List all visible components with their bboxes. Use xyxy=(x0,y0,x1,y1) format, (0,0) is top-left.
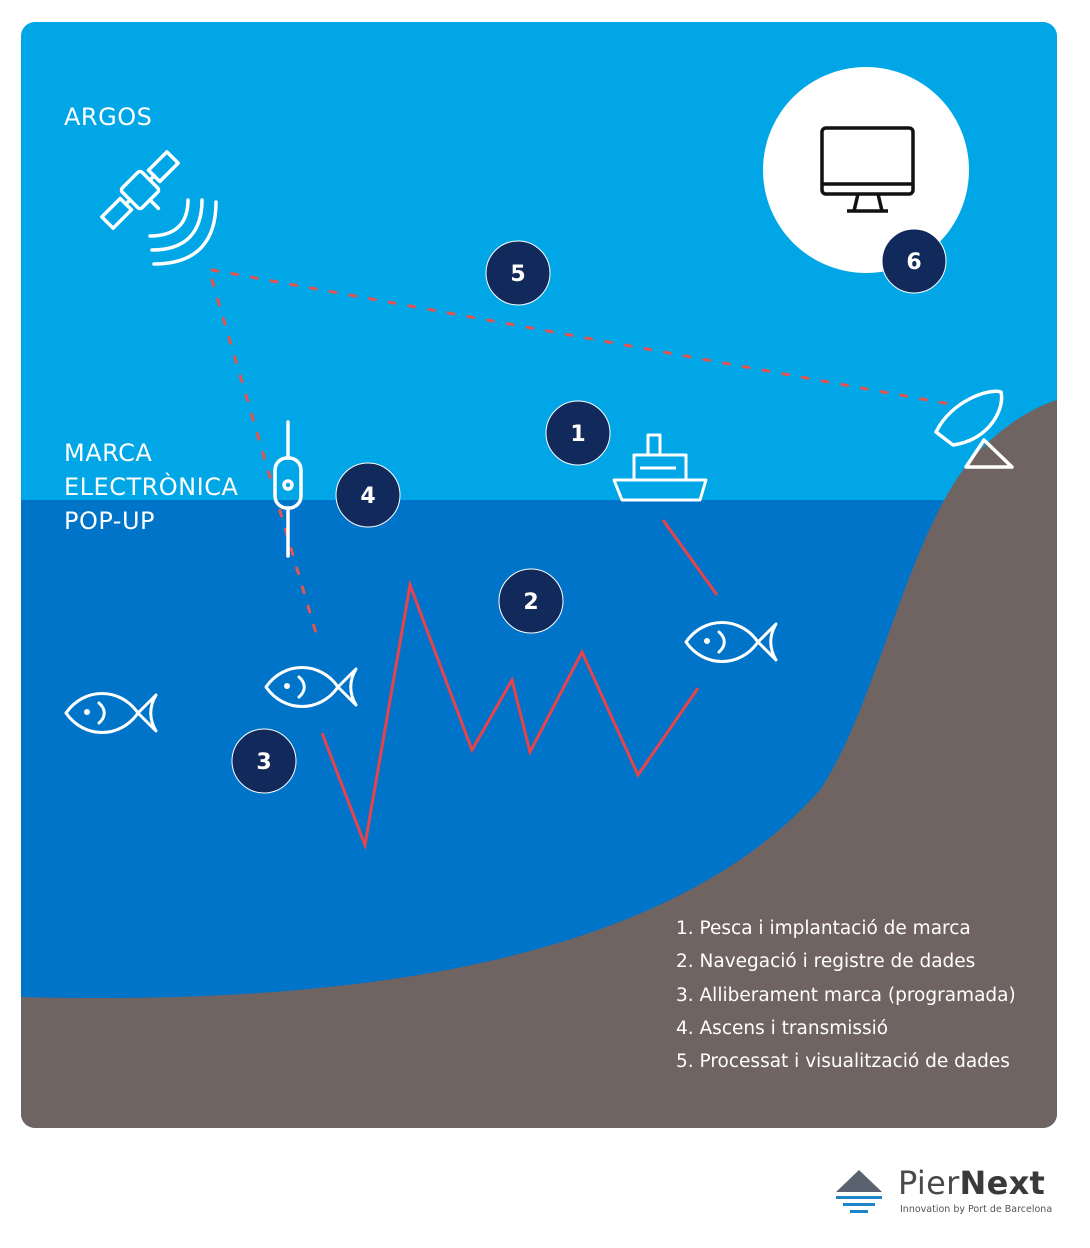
legend-item: 3. Alliberament marca (programada) xyxy=(676,984,1016,1006)
monitor-icon xyxy=(820,126,915,213)
brand-tagline: Innovation by Port de Barcelona xyxy=(900,1204,1053,1215)
svg-text:5: 5 xyxy=(510,262,525,287)
legend-item: 5. Processat i visualització de dades xyxy=(676,1051,1010,1073)
step-badge-3: 3 xyxy=(231,728,297,794)
brand-name: PierNext xyxy=(898,1164,1046,1202)
step-badge-4: 4 xyxy=(335,462,401,528)
seabed xyxy=(21,400,1057,1128)
fishing-line xyxy=(661,519,719,596)
step-badge-1: 1 xyxy=(545,400,611,466)
legend-item: 1. Pesca i implantació de marca xyxy=(676,918,971,939)
tag-label-line2: ELECTRÒNICA xyxy=(64,471,238,501)
piernext-logo-icon xyxy=(836,1170,882,1213)
step-badge-5: 5 xyxy=(485,240,551,306)
pop-up-tag-icon xyxy=(273,420,303,558)
legend: 1. Pesca i implantació de marca 2. Naveg… xyxy=(676,912,1016,1078)
dive-track xyxy=(320,579,700,851)
step-badge-2: 2 xyxy=(498,568,564,634)
monitor-circle xyxy=(763,67,969,273)
step-badge-6: 6 xyxy=(881,228,947,294)
legend-item: 2. Navegació i registre de dades xyxy=(676,951,976,973)
svg-text:1: 1 xyxy=(570,422,585,447)
argos-link-lines xyxy=(210,268,957,642)
argos-label: ARGOS xyxy=(64,103,152,131)
satellite-dish-icon xyxy=(934,389,1014,469)
svg-text:2: 2 xyxy=(523,590,538,615)
piernext-logo[interactable]: PierNext Innovation by Port de Barcelona xyxy=(832,1162,1062,1222)
legend-item: 4. Ascens i transmissió xyxy=(676,1017,889,1039)
tag-label-line1: MARCA xyxy=(64,439,152,467)
satellite-icon xyxy=(100,150,218,266)
svg-text:6: 6 xyxy=(906,250,921,275)
svg-text:3: 3 xyxy=(256,750,271,775)
ship-icon xyxy=(612,433,708,502)
svg-text:4: 4 xyxy=(360,484,375,509)
tag-label-line3: POP-UP xyxy=(64,507,155,535)
